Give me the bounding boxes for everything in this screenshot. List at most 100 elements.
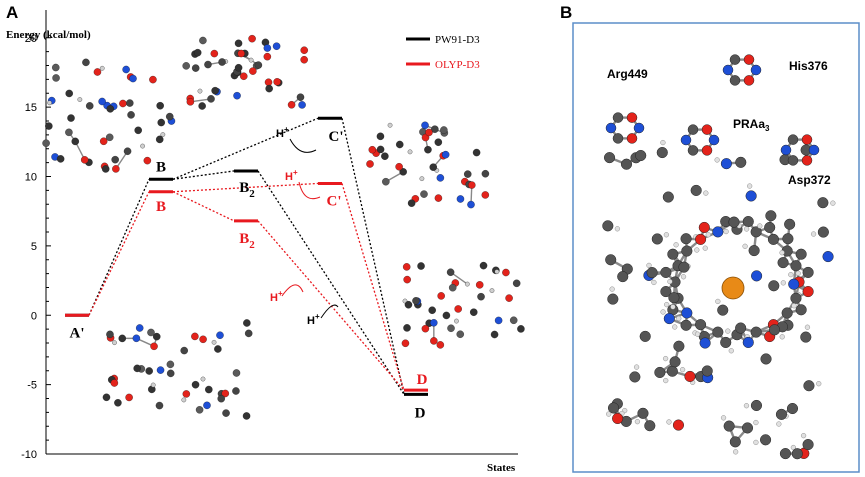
- hydrogen-atom: [753, 439, 759, 446]
- atom: [156, 366, 165, 374]
- x-axis-title: States: [487, 462, 516, 474]
- h-plus-superscript: +: [293, 168, 298, 177]
- atom: [802, 286, 814, 298]
- atom: [195, 406, 204, 414]
- atom: [376, 132, 385, 141]
- atom: [80, 156, 89, 164]
- atom: [743, 75, 755, 86]
- connector-line: [88, 179, 150, 316]
- atom: [407, 199, 416, 207]
- connector-line: [172, 191, 235, 222]
- atom: [494, 316, 503, 325]
- y-tick-label: 5: [31, 241, 37, 253]
- atom: [428, 306, 436, 314]
- hydrogen-atom: [679, 367, 686, 373]
- y-tick-label: -5: [27, 380, 37, 392]
- atom: [729, 436, 741, 448]
- atom: [419, 176, 425, 181]
- h-plus-arrow: [281, 284, 304, 297]
- atom: [639, 330, 651, 342]
- atom: [669, 356, 681, 368]
- atom: [479, 261, 488, 270]
- atom: [126, 99, 134, 107]
- atom: [287, 101, 296, 109]
- atom: [436, 174, 445, 182]
- atom: [447, 324, 455, 333]
- hydrogen-atom: [663, 232, 669, 238]
- atom: [157, 118, 165, 127]
- hydrogen-atom: [672, 324, 678, 330]
- atom: [114, 399, 122, 407]
- atom: [760, 434, 772, 446]
- atom: [181, 397, 187, 403]
- atom: [663, 313, 675, 325]
- atom: [784, 218, 796, 230]
- atom: [605, 254, 617, 266]
- atom: [431, 125, 439, 133]
- atom: [425, 128, 433, 137]
- hydrogen-atom: [634, 419, 641, 425]
- atom: [620, 158, 633, 170]
- atom: [118, 334, 127, 343]
- atom: [629, 371, 641, 383]
- state-label: C': [327, 193, 342, 209]
- atom: [421, 324, 430, 333]
- atom: [198, 102, 206, 110]
- atom: [437, 292, 445, 300]
- atom: [191, 332, 199, 341]
- atom: [200, 376, 206, 382]
- atom: [743, 54, 755, 65]
- atom: [626, 133, 638, 144]
- hydrogen-atom: [816, 381, 822, 387]
- atom: [612, 112, 624, 123]
- atom: [207, 95, 215, 103]
- atom: [233, 91, 241, 100]
- atom: [720, 336, 732, 348]
- atom: [401, 339, 410, 348]
- connector-line: [257, 170, 405, 395]
- state-label: B: [156, 159, 166, 175]
- h-plus-label: H+: [307, 312, 320, 327]
- atom: [216, 331, 224, 339]
- atom: [210, 49, 219, 58]
- molecule-cluster-right-lower: [401, 261, 525, 349]
- atom: [617, 271, 629, 283]
- atom: [802, 266, 814, 278]
- atom: [217, 394, 225, 403]
- atom: [786, 402, 799, 415]
- atom: [781, 307, 793, 319]
- hydrogen-atom: [609, 286, 615, 292]
- residue-his376-structure: [722, 54, 762, 86]
- atom: [687, 124, 699, 135]
- y-tick-label: 15: [25, 102, 37, 114]
- atom: [434, 138, 443, 146]
- atom: [242, 412, 251, 420]
- atom: [651, 233, 663, 245]
- atom: [441, 150, 450, 159]
- atom: [112, 340, 117, 346]
- atom: [475, 281, 484, 289]
- atom: [248, 57, 254, 63]
- atom: [263, 52, 272, 61]
- hydrogen-atom: [673, 242, 679, 248]
- hydrogen-atom: [646, 262, 652, 269]
- atom: [404, 301, 413, 309]
- atom: [509, 316, 518, 325]
- hydrogen-atom: [664, 302, 670, 308]
- hydrogen-atom: [662, 355, 669, 362]
- atom: [399, 168, 407, 176]
- atom: [765, 210, 777, 222]
- residue-label-praa3: PRAa3: [733, 117, 770, 133]
- atom: [456, 195, 465, 203]
- atom: [160, 132, 166, 137]
- atom: [477, 292, 485, 301]
- atom: [387, 122, 393, 128]
- atom: [489, 288, 495, 293]
- atom: [199, 36, 207, 45]
- atom: [656, 146, 668, 159]
- atom: [182, 62, 190, 70]
- atom: [494, 269, 500, 275]
- atom: [723, 420, 735, 432]
